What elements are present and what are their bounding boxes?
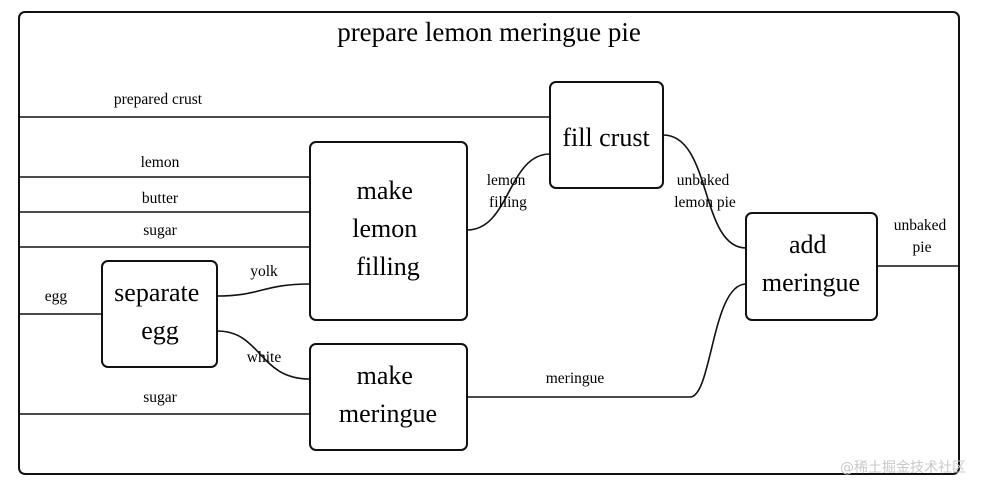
wire-white <box>216 330 311 380</box>
label-meringue: meringue <box>546 370 605 387</box>
node-make-lemon-filling-text: make lemon filling <box>352 176 424 281</box>
label-unbaked-pie: unbaked pie <box>894 217 950 256</box>
node-fill-crust-text: fill crust <box>562 123 650 152</box>
node-fill-crust-box <box>549 81 664 189</box>
node-separate-egg-text: separate egg <box>114 278 206 345</box>
watermark: @稀土掘金技术社区 <box>840 460 966 476</box>
label-egg: egg <box>45 288 68 305</box>
label-sugar-filling: sugar <box>143 222 177 239</box>
node-make-meringue-text: make meringue <box>339 361 437 428</box>
label-sugar-meringue: sugar <box>143 389 177 406</box>
node-separate-egg-box <box>101 260 218 368</box>
wires <box>19 116 959 415</box>
label-prepared-crust: prepared crust <box>114 91 203 108</box>
wire-unbaked-lemon-pie <box>662 134 747 249</box>
diagram-title: prepare lemon meringue pie <box>337 17 641 47</box>
label-lemon: lemon <box>141 154 180 171</box>
label-yolk: yolk <box>250 263 278 280</box>
label-unbaked-lemon-pie: unbaked lemon pie <box>674 172 736 211</box>
wire-meringue <box>467 283 747 398</box>
wire-lemon-filling <box>466 153 551 231</box>
label-lemon-filling: lemon filling <box>487 172 530 211</box>
wire-yolk <box>216 283 311 297</box>
label-white: white <box>247 349 282 366</box>
label-butter: butter <box>142 190 179 207</box>
node-add-meringue-text: add meringue <box>762 230 860 297</box>
diagram-frame <box>18 11 960 475</box>
node-add-meringue-box <box>745 212 878 321</box>
node-make-lemon-filling-box <box>309 141 468 321</box>
node-make-meringue-box <box>309 343 468 451</box>
